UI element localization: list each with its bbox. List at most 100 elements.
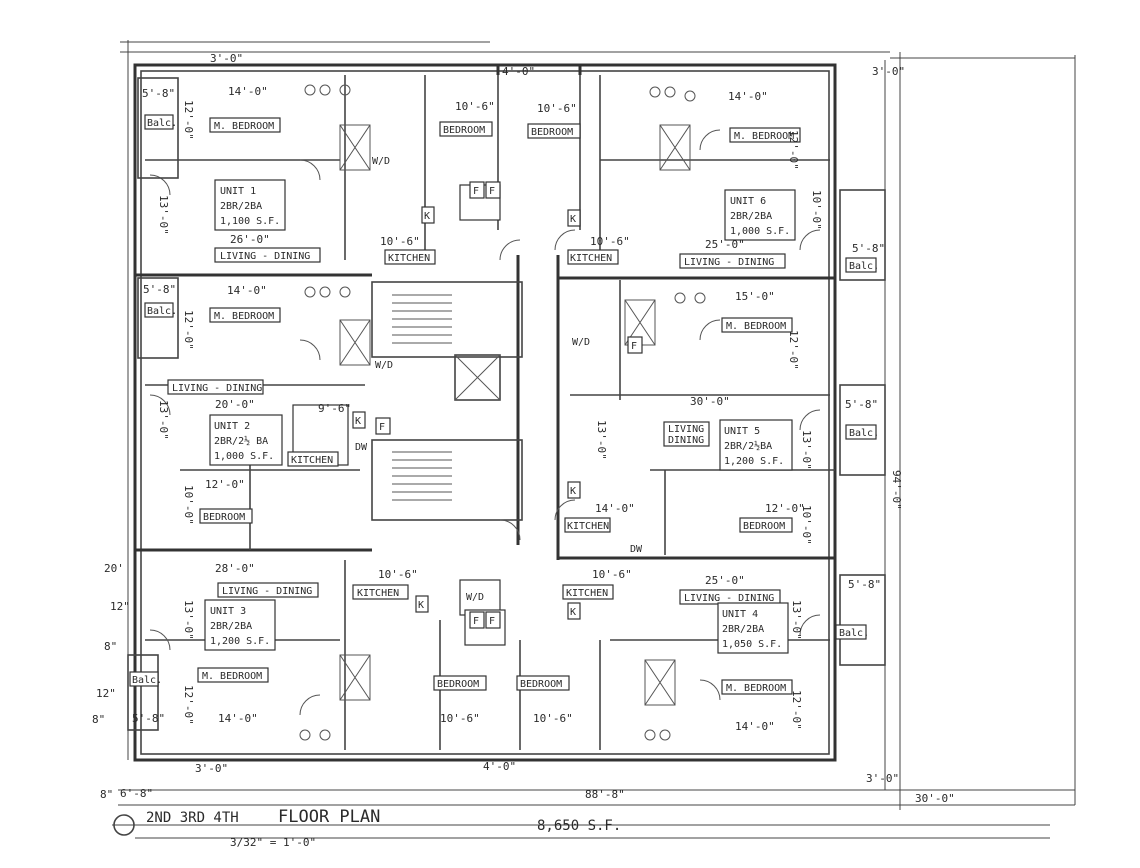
title-block: 2ND 3RD 4TH FLOOR PLAN 3/32" = 1'-0" 8,6…	[112, 807, 1050, 849]
dim-label: 12"	[110, 600, 130, 613]
unit-area: 1,200 S.F.	[724, 456, 784, 467]
washer-dryer-mark: W/D	[466, 592, 484, 603]
setback-label: 30'-0"	[915, 792, 955, 805]
dim-label: 12'-0"	[182, 310, 195, 350]
dim-label: 3'-0"	[195, 762, 228, 775]
living-dining-label: LIVING - DINING	[172, 383, 262, 394]
washer-dryer-mark: W/D	[572, 337, 590, 348]
living-label: LIVING	[668, 424, 704, 435]
dim-label: 10'-0"	[800, 505, 813, 545]
kitchen-mark: K	[570, 214, 576, 225]
balcony-label: Balc.	[147, 306, 177, 317]
dim-label: 14'-0"	[227, 284, 267, 297]
dim-label: 10'-6"	[440, 712, 480, 725]
dim-label: 12'-0"	[182, 100, 195, 140]
dim-label: 14'-0"	[735, 720, 775, 733]
unit-area: 1,000 S.F.	[214, 451, 274, 462]
dim-label: 12'-0"	[182, 685, 195, 725]
fridge-mark: F	[473, 186, 479, 197]
unit-5-info: UNIT 5 2BR/2½BA 1,200 S.F.	[719, 419, 793, 471]
kitchen-mark: K	[570, 486, 576, 497]
overall-depth-label: 94'-0"	[890, 470, 903, 510]
dim-label: 12"	[96, 687, 116, 700]
dim-label: 13'-0"	[800, 430, 813, 470]
unit-type: 2BR/2½BA	[724, 440, 772, 452]
door-swings	[149, 129, 821, 716]
dim-label: 10'-6"	[590, 235, 630, 248]
fridge-mark: F	[489, 616, 495, 627]
dim-label: 20'	[104, 562, 124, 575]
fridge-mark: F	[489, 186, 495, 197]
fridge-mark: F	[473, 616, 479, 627]
fixture-marks: F F F F F F K K K K K K W/D W/D W/D W/D …	[352, 156, 643, 629]
dim-label: 13'-0"	[157, 400, 170, 440]
balcony-label: Balc.	[849, 261, 879, 272]
dim-label: 5'-8"	[142, 87, 175, 100]
dim-label: 14'-0"	[595, 502, 635, 515]
unit-area: 1,100 S.F.	[220, 216, 280, 227]
unit-4-rooms: LIVING - DINING KITCHEN M. BEDROOM BEDRO…	[516, 584, 869, 695]
kitchen-mark: K	[570, 607, 576, 618]
bedroom-label: BEDROOM	[520, 679, 562, 690]
living-dining-label: LIVING - DINING	[684, 593, 774, 604]
dim-label: 5'-8"	[132, 712, 165, 725]
dim-label: 12'-0"	[787, 130, 800, 170]
unit-6-rooms: M. BEDROOM LIVING - DINING KITCHEN BEDRO…	[527, 123, 879, 273]
unit-name: UNIT 3	[210, 606, 246, 617]
kitchen-mark: K	[355, 416, 361, 427]
unit-area: 1,200 S.F.	[210, 636, 270, 647]
dim-label: 4'-0"	[483, 760, 516, 773]
unit-3-info: UNIT 3 2BR/2BA 1,200 S.F.	[204, 599, 276, 651]
balcony-label: Balc.	[849, 428, 879, 439]
bedroom-label: BEDROOM	[203, 512, 245, 523]
unit-name: UNIT 6	[730, 196, 766, 207]
dim-label: 12'-0"	[790, 690, 803, 730]
dim-label: 8"	[104, 640, 117, 653]
kitchen-label: KITCHEN	[567, 521, 609, 532]
dishwasher-mark: DW	[355, 442, 368, 453]
total-area-label: 8,650 S.F.	[537, 818, 621, 834]
dim-label: 10'-6"	[533, 712, 573, 725]
balcony-label: Balc.	[839, 628, 869, 639]
dim-label: 13'-0"	[157, 195, 170, 235]
balcony-label: Balc.	[132, 675, 162, 686]
dim-label: 10'-0"	[182, 485, 195, 525]
dim-label: 25'-0"	[705, 574, 745, 587]
bedroom-label: BEDROOM	[531, 127, 573, 138]
bedroom-label: BEDROOM	[437, 679, 479, 690]
unit-type: 2BR/2BA	[210, 621, 252, 632]
dim-label: 25'-0"	[705, 238, 745, 251]
dim-label: 28'-0"	[215, 562, 255, 575]
unit-type: 2BR/2BA	[220, 201, 262, 212]
dim-label: 5'-8"	[848, 578, 881, 591]
dim-label: 10'-6"	[455, 100, 495, 113]
dim-label: 6'-8"	[120, 787, 153, 800]
room-labels: M. BEDROOM LIVING - DINING KITCHEN BEDRO…	[129, 114, 879, 695]
exterior-walls	[133, 63, 837, 762]
floor-plan-title: FLOOR PLAN	[278, 807, 380, 827]
dim-label: 10'-6"	[592, 568, 632, 581]
floors-label: 2ND 3RD 4TH	[146, 810, 239, 826]
unit-5-rooms: M. BEDROOM LIVING DINING KITCHEN BEDROOM…	[564, 317, 879, 533]
washer-dryer-mark: W/D	[372, 156, 390, 167]
dim-label: 20'-0"	[215, 398, 255, 411]
dim-label: 30'-0"	[690, 395, 730, 408]
dim-label: 10'-0"	[810, 190, 823, 230]
dim-label: 10'-6"	[537, 102, 577, 115]
kitchen-label: KITCHEN	[388, 253, 430, 264]
master-bedroom-label: M. BEDROOM	[214, 311, 274, 322]
unit-4-info: UNIT 4 2BR/2BA 1,050 S.F.	[717, 602, 789, 654]
unit-2-info: UNIT 2 2BR/2½ BA 1,000 S.F.	[209, 414, 283, 466]
kitchen-mark: K	[418, 600, 424, 611]
dimension-labels: 3'-0" 4'-0" 3'-0" 5'-8" 14'-0" 10'-6" 10…	[92, 52, 955, 805]
washer-dryer-mark: W/D	[375, 360, 393, 371]
dim-label: 5'-8"	[852, 242, 885, 255]
unit-type: 2BR/2BA	[730, 211, 772, 222]
dim-label: 15'-0"	[735, 290, 775, 303]
unit-name: UNIT 4	[722, 609, 758, 620]
unit-1-rooms: M. BEDROOM LIVING - DINING KITCHEN BEDRO…	[144, 114, 493, 265]
dim-label: 5'-8"	[845, 398, 878, 411]
dim-label: 13'-0"	[182, 600, 195, 640]
fridge-mark: F	[379, 422, 385, 433]
